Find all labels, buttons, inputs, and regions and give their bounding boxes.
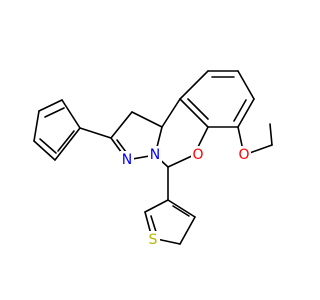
bond — [269, 123, 273, 146]
atom-label-oxygen-ring: O — [192, 147, 203, 163]
atom-label-nitrogen-2: N — [150, 147, 160, 163]
bond — [167, 199, 196, 218]
bond — [144, 199, 169, 213]
atom-label-nitrogen-1: N — [122, 152, 132, 168]
bond — [187, 98, 209, 120]
bond — [38, 99, 63, 112]
bond — [179, 216, 196, 245]
bond — [110, 111, 133, 139]
bond — [33, 140, 56, 161]
atom-label-oxygen-methoxy: O — [238, 147, 249, 163]
atom-labels: O O N N S — [120, 146, 251, 249]
bond — [237, 98, 255, 128]
bond — [237, 70, 255, 100]
bond — [161, 98, 181, 128]
bond — [131, 111, 163, 128]
bond — [79, 127, 112, 139]
bond — [61, 99, 81, 129]
chemical-structure-diagram: O O N N S — [33, 70, 273, 249]
atom-label-sulfur: S — [149, 232, 158, 248]
bond — [54, 127, 81, 161]
bond — [167, 154, 195, 168]
bond — [33, 110, 40, 142]
bond — [233, 99, 247, 122]
bond — [179, 98, 209, 128]
bond — [39, 138, 57, 154]
bond — [57, 130, 75, 152]
bond — [172, 205, 190, 217]
bond — [44, 107, 65, 118]
bond — [179, 70, 209, 100]
